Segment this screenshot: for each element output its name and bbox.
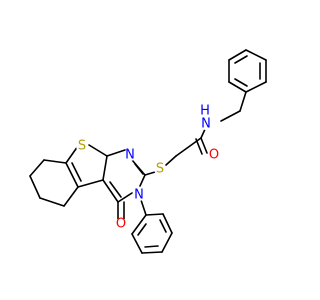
- atom-label-background: [154, 163, 166, 175]
- bond: [134, 163, 144, 175]
- atom-label-background: [200, 118, 212, 130]
- bond-lines: [29, 49, 267, 254]
- atom-label-background: [208, 149, 220, 161]
- bond: [144, 171, 156, 176]
- bond: [131, 214, 147, 235]
- bond: [109, 181, 122, 198]
- pyrimidine-nitrogen-3-label: N: [134, 188, 144, 203]
- atom-label-background: [124, 149, 136, 161]
- bond: [29, 175, 41, 199]
- bond: [29, 159, 45, 177]
- bond: [106, 149, 126, 157]
- molecule-structure-diagram: H N O S S N N O: [29, 49, 267, 254]
- bond: [39, 197, 65, 207]
- bond: [63, 186, 79, 207]
- bond: [43, 159, 67, 164]
- bond: [65, 162, 79, 188]
- bond: [234, 78, 248, 87]
- atom-label-background: [133, 189, 145, 201]
- bond: [228, 81, 247, 93]
- bond: [234, 55, 248, 64]
- bond: [102, 179, 119, 203]
- bond: [131, 233, 143, 254]
- bond: [139, 174, 146, 187]
- thioether-sulfur-label: S: [156, 162, 164, 177]
- pyrimidine-nitrogen-1-label: N: [125, 148, 135, 163]
- bond: [200, 137, 208, 154]
- bond: [117, 192, 133, 203]
- bond: [141, 251, 163, 254]
- bond: [88, 144, 108, 157]
- bond: [71, 162, 82, 182]
- bond: [145, 213, 164, 216]
- bond: [220, 110, 241, 122]
- bond: [65, 145, 79, 164]
- bond: [239, 91, 247, 112]
- bond: [144, 245, 159, 248]
- bond: [77, 179, 104, 188]
- bond: [245, 81, 267, 93]
- bond: [228, 49, 247, 61]
- bond: [175, 137, 202, 157]
- bond: [245, 49, 267, 61]
- bond: [159, 219, 167, 233]
- bond: [137, 223, 147, 236]
- atom-label-background: [115, 218, 127, 230]
- amide-nitrogen-label: N: [201, 117, 211, 132]
- amide-oxygen-label: O: [209, 148, 219, 163]
- amide-hydrogen-label: H: [200, 104, 210, 119]
- atom-label-background: [76, 140, 88, 152]
- bond: [161, 232, 173, 253]
- atom-labels: H N O S S N N O: [76, 104, 220, 232]
- thiophene-sulfur-label: S: [78, 139, 86, 154]
- bond: [102, 155, 108, 181]
- bond: [165, 155, 177, 166]
- carbonyl-oxygen-label: O: [116, 217, 126, 232]
- bond: [162, 213, 173, 234]
- atom-label-background: [199, 105, 211, 117]
